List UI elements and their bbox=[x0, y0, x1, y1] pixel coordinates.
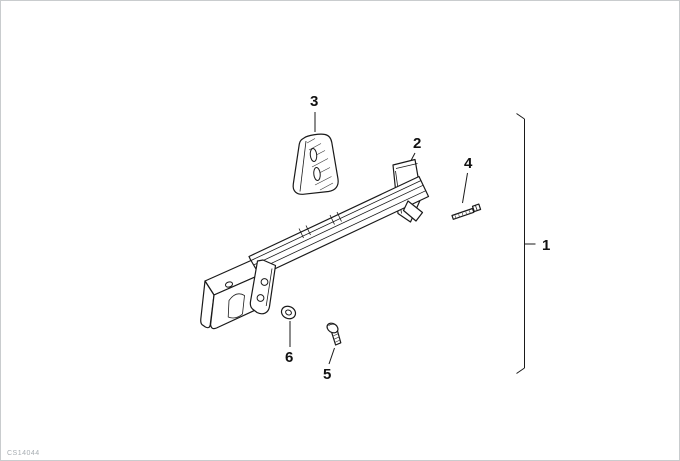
callout-2-label: 2 bbox=[413, 135, 421, 152]
rail-ridge-2 bbox=[252, 184, 424, 266]
callout-1-bracket: 1 bbox=[516, 113, 550, 374]
part-6-washer: 6 bbox=[280, 305, 297, 366]
rail-notch-mark-2 bbox=[305, 225, 311, 236]
washer-inner bbox=[285, 309, 292, 316]
rail-joint-mark-2 bbox=[336, 211, 342, 222]
callout-4-leader bbox=[462, 172, 468, 204]
callout-5-label: 5 bbox=[323, 366, 331, 383]
flange-top-line bbox=[395, 163, 418, 169]
part-2-carrier-rail: 2 bbox=[200, 135, 430, 330]
foot-front-face bbox=[210, 274, 261, 330]
callout-4-label: 4 bbox=[464, 155, 473, 172]
foot-arch-cutout bbox=[227, 293, 245, 319]
wedge-slot-upper bbox=[309, 148, 318, 162]
strap-outline bbox=[249, 259, 277, 315]
part-3-wedge-pad: 3 bbox=[292, 93, 339, 195]
bolt-threads bbox=[454, 210, 471, 219]
foot-left-face bbox=[200, 280, 215, 329]
part-5-screw: 5 bbox=[323, 322, 342, 383]
wedge-slot-lower bbox=[313, 167, 321, 181]
bracket-top-tick bbox=[516, 113, 525, 120]
strap-hole-lower bbox=[256, 294, 265, 302]
callout-6-label: 6 bbox=[285, 349, 293, 366]
rail-strap bbox=[249, 259, 277, 315]
rail-foot bbox=[200, 259, 261, 330]
foot-top-hole bbox=[224, 281, 234, 288]
part-4-bolt: 4 bbox=[451, 155, 482, 220]
callout-5-leader bbox=[328, 347, 335, 365]
bracket-bottom-tick bbox=[516, 367, 525, 374]
diagram-code: CS14044 bbox=[7, 450, 40, 457]
wedge-outline bbox=[292, 133, 339, 195]
rail-end-hook bbox=[402, 200, 424, 222]
screw-threads bbox=[333, 333, 341, 343]
screw-head-dome-line bbox=[328, 323, 337, 326]
rail-ridge-3 bbox=[255, 190, 426, 272]
strap-inner-line bbox=[265, 268, 273, 307]
rail-ridge-1 bbox=[250, 180, 421, 261]
wedge-edge-line bbox=[299, 140, 307, 192]
rail-joint-mark-1 bbox=[329, 214, 335, 225]
rail-notch-mark-1 bbox=[298, 228, 304, 239]
bolt-head-facet bbox=[475, 205, 478, 211]
callout-3-label: 3 bbox=[310, 93, 318, 110]
bolt-shaft bbox=[451, 207, 475, 220]
strap-hole-upper bbox=[260, 278, 269, 286]
callout-1-label: 1 bbox=[542, 237, 550, 254]
